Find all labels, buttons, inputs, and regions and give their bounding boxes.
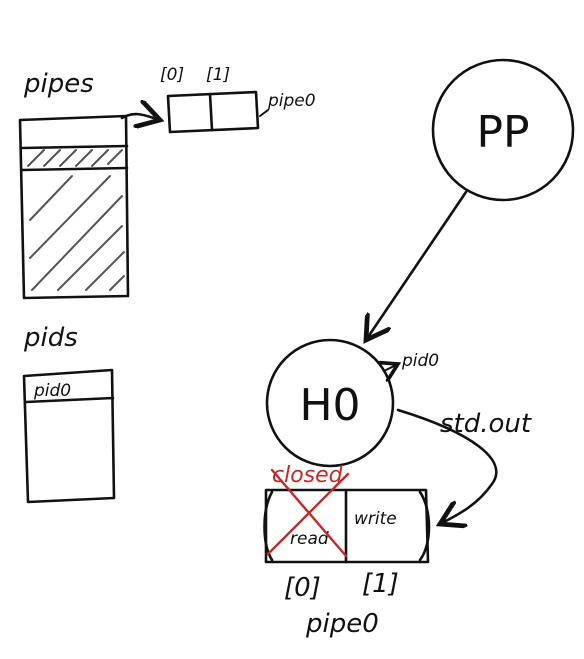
pid-note-arrow (386, 364, 398, 370)
stdout-arrow (396, 408, 498, 524)
pipe-top-name: pipe0 (267, 91, 316, 111)
pids-entry: pid0 (33, 381, 71, 401)
pipes-label: pipes (23, 69, 94, 99)
parent-to-child-arrow (366, 190, 468, 340)
child-node-label: H0 (299, 380, 360, 431)
pipe-top-connector (259, 109, 269, 117)
pipes-hatch (27, 149, 125, 291)
pipe-bottom-name: pipe0 (305, 609, 379, 639)
pids-array-box (22, 368, 116, 504)
pipe-bottom-read-label: read (290, 529, 329, 549)
pipe-top-box (166, 90, 260, 134)
pipe-bottom-index0: [0] (284, 573, 321, 603)
child-pid-note: pid0 (401, 351, 439, 371)
pids-label: pids (23, 323, 78, 353)
pipes-to-pipe0-arrow (120, 114, 160, 120)
stdout-label: std.out (440, 409, 532, 439)
pipe-bottom-write-label: write (354, 509, 397, 529)
pipe-bottom-box (263, 488, 431, 564)
parent-node: PP (431, 58, 575, 202)
pipe-top-index0: [0] (160, 65, 184, 85)
pipes-array-box (18, 114, 130, 300)
parent-node-label: PP (476, 107, 529, 158)
pipe-bottom-index1: [1] (362, 569, 399, 599)
closed-cross (266, 468, 350, 558)
pipe-top-index1: [1] (206, 65, 230, 85)
child-node: H0 (265, 338, 395, 468)
